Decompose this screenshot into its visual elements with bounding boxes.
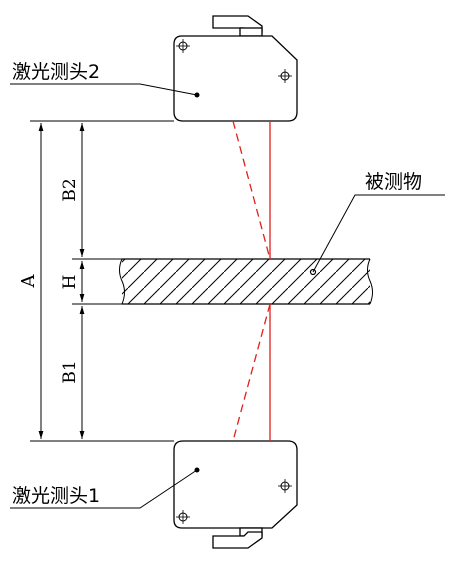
dimension-h: H xyxy=(60,261,85,302)
leader-sensor-top: 激光测头2 xyxy=(10,61,198,96)
sensor-bottom-label: 激光测头1 xyxy=(12,485,100,507)
dimension-b2-label: B2 xyxy=(60,178,80,201)
sensor-bottom-connector xyxy=(212,531,263,549)
object-label: 被测物 xyxy=(365,171,422,193)
dimension-b1: B1 xyxy=(60,306,85,439)
sensor-top-hole-right xyxy=(278,69,292,83)
dimension-b2: B2 xyxy=(60,123,85,257)
dimension-h-label: H xyxy=(60,275,80,290)
laser-beam-bottom-reflect xyxy=(232,303,271,442)
laser-beams xyxy=(232,120,271,442)
laser-beam-top-reflect xyxy=(232,120,271,260)
dimension-a-label: A xyxy=(18,274,39,289)
dimension-a: A xyxy=(18,123,44,439)
sensor-top-body xyxy=(173,35,298,122)
leader-object: 被测物 xyxy=(312,171,445,273)
measured-object-hatch xyxy=(122,259,370,304)
laser-sensor-top xyxy=(173,15,298,122)
extension-lines xyxy=(30,120,174,442)
laser-sensor-bottom xyxy=(173,440,298,549)
sensor-top-hole-left xyxy=(176,39,190,53)
sensor-bottom-hole-right xyxy=(278,479,292,493)
measured-object xyxy=(119,258,373,305)
sensor-top-neck xyxy=(239,27,263,37)
sensor-bottom-body xyxy=(173,440,298,529)
sensor-top-label: 激光测头2 xyxy=(12,61,100,83)
sensor-bottom-hole-left xyxy=(176,510,190,524)
dimension-b1-label: B1 xyxy=(60,360,80,383)
leader-sensor-bottom: 激光测头1 xyxy=(10,469,198,509)
